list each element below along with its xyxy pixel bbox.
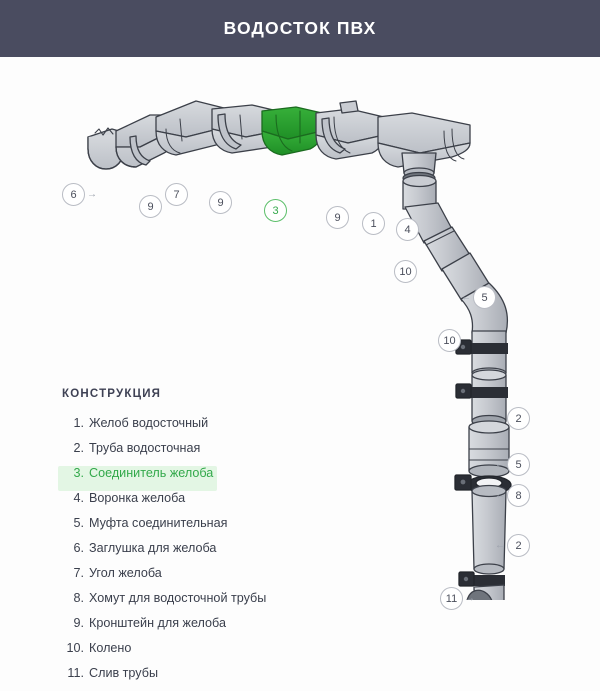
- legend-panel: КОНСТРУКЦИЯ 1. Желоб водосточный 2. Труба в…: [58, 388, 312, 691]
- callout-2b-arrow: ←: [495, 540, 505, 551]
- callout-5a[interactable]: 5: [473, 286, 496, 309]
- legend-item-label: Кронштейн для желоба: [89, 616, 226, 630]
- part-bracket-9a: [129, 135, 151, 166]
- callout-2a[interactable]: 2: [507, 407, 530, 430]
- legend-item-number: 2.: [73, 441, 84, 455]
- callout-5b-arrow: ←: [495, 459, 505, 470]
- callout-6[interactable]: 6: [62, 183, 85, 206]
- callout-1[interactable]: 1: [362, 212, 385, 235]
- page-title: ВОДОСТОК ПВХ: [223, 18, 377, 38]
- callout-9b[interactable]: 9: [209, 191, 232, 214]
- drainage-system-diagram: 6 → 9 7 9 3 9 1 4 10 5 ← 10 2 ← 5 ← 8 ← …: [0, 57, 600, 679]
- legend-item-4[interactable]: 4. Воронка желоба: [62, 491, 189, 516]
- legend-item-8[interactable]: 8. Хомут для водосточной трубы: [62, 591, 270, 616]
- legend-item-number: 3.: [73, 466, 84, 480]
- callout-11-arrow: →: [465, 593, 475, 604]
- part-bracket-9b: [217, 113, 242, 150]
- callout-6-arrow: →: [87, 189, 97, 200]
- legend-item-label: Желоб водосточный: [89, 416, 209, 430]
- diagram-illustration: [87, 100, 512, 600]
- callout-11[interactable]: 11: [440, 587, 463, 610]
- callout-8-arrow: ←: [495, 490, 505, 501]
- callout-7[interactable]: 7: [165, 183, 188, 206]
- part-coupling-5b: [468, 420, 510, 478]
- part-pipe-2b: [471, 484, 507, 575]
- legend-heading: КОНСТРУКЦИЯ: [62, 388, 162, 400]
- legend-item-number: 11.: [67, 666, 84, 680]
- legend-item-9[interactable]: 9. Кронштейн для желоба: [62, 616, 230, 641]
- callout-2a-arrow: ←: [495, 413, 505, 424]
- legend-item-10[interactable]: 10. Колено: [62, 641, 135, 666]
- legend-item-label: Слив трубы: [89, 666, 159, 680]
- legend-item-number: 9.: [73, 616, 84, 630]
- legend-item-number: 5.: [73, 516, 84, 530]
- legend-item-5[interactable]: 5. Муфта соединительная: [62, 516, 231, 541]
- legend-item-number: 10.: [66, 641, 84, 655]
- part-bracket-9c: [321, 100, 359, 154]
- callout-10a[interactable]: 10: [394, 260, 417, 283]
- legend-item-label: Соединитель желоба: [89, 466, 214, 480]
- legend-item-number: 1.: [73, 416, 84, 430]
- legend-item-number: 6.: [73, 541, 84, 555]
- legend-item-3[interactable]: 3. Соединитель желоба: [58, 466, 218, 491]
- legend-item-7[interactable]: 7. Угол желоба: [62, 566, 166, 591]
- legend-item-number: 7.: [73, 566, 84, 580]
- legend-item-label: Труба водосточная: [89, 441, 201, 455]
- part-gutter-seg3: [315, 108, 385, 160]
- legend-item-label: Заглушка для желоба: [89, 541, 217, 555]
- legend-item-6[interactable]: 6. Заглушка для желоба: [62, 541, 220, 566]
- callout-3[interactable]: 3: [264, 199, 287, 222]
- legend-item-label: Муфта соединительная: [89, 516, 228, 530]
- legend-item-label: Угол желоба: [89, 566, 162, 580]
- callout-2b[interactable]: 2: [507, 534, 530, 557]
- legend-item-2[interactable]: 2. Труба водосточная: [62, 441, 204, 466]
- callout-5a-arrow: ←: [461, 292, 471, 303]
- callout-9c[interactable]: 9: [326, 206, 349, 229]
- legend-list: 1. Желоб водосточный 2. Труба водосточная 3.…: [58, 416, 312, 691]
- legend-item-label: Колено: [89, 641, 132, 655]
- callout-10b[interactable]: 10: [438, 329, 461, 352]
- legend-item-label: Хомут для водосточной трубы: [89, 591, 267, 605]
- header-bar: ВОДОСТОК ПВХ: [0, 0, 600, 57]
- part-gutter-connector-green: [261, 106, 323, 156]
- legend-item-number: 8.: [73, 591, 84, 605]
- callout-5b[interactable]: 5: [507, 453, 530, 476]
- callout-8[interactable]: 8: [507, 484, 530, 507]
- legend-item-11[interactable]: 11. Слив трубы: [62, 666, 162, 691]
- part-clamp-bottom: [458, 571, 505, 587]
- callout-4[interactable]: 4: [396, 218, 419, 241]
- legend-item-number: 4.: [73, 491, 84, 505]
- part-gutter-right: [377, 112, 471, 168]
- callout-9a[interactable]: 9: [139, 195, 162, 218]
- part-outlet-11: [466, 584, 505, 600]
- legend-item-label: Воронка желоба: [89, 491, 186, 505]
- legend-item-1[interactable]: 1. Желоб водосточный: [62, 416, 212, 441]
